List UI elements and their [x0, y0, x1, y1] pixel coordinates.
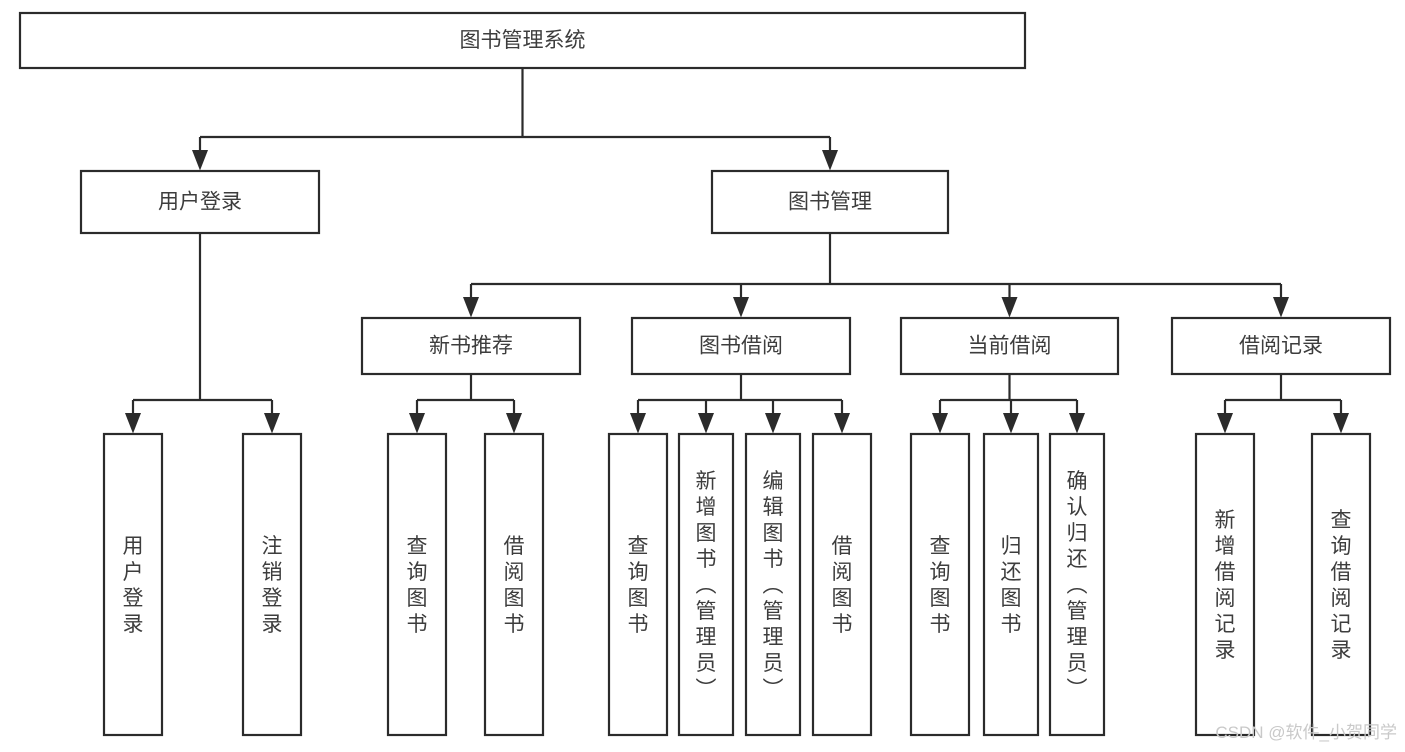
node-leaf_add_book[interactable]: 新增图书︵管理员︶	[677, 432, 735, 737]
arrowhead-new_book_rec	[463, 297, 479, 318]
node-leaf_query_book_c[interactable]: 查询图书	[909, 432, 971, 737]
arrowhead-leaf_user_logout	[264, 413, 280, 434]
node-label-leaf_return_book: 归还图书	[1001, 535, 1022, 636]
node-leaf_return_book[interactable]: 归还图书	[982, 432, 1040, 737]
node-box-leaf_confirm_return	[1048, 432, 1106, 737]
node-box-current_borrow	[899, 316, 1120, 376]
node-label-current_borrow: 当前借阅	[968, 335, 1052, 358]
node-leaf_add_record[interactable]: 新增借阅记录	[1194, 432, 1256, 737]
node-box-leaf_query_book_a	[386, 432, 448, 737]
node-book_mgmt[interactable]: 图书管理	[710, 169, 950, 235]
node-box-leaf_add_book	[677, 432, 735, 737]
node-label-leaf_query_book_a: 查询图书	[407, 535, 428, 636]
arrowhead-borrow_record	[1273, 297, 1289, 318]
node-leaf_borrow_book_a[interactable]: 借阅图书	[483, 432, 545, 737]
arrowhead-leaf_borrow_book_a	[506, 413, 522, 434]
arrowhead-book_borrow	[733, 297, 749, 318]
node-leaf_query_record[interactable]: 查询借阅记录	[1310, 432, 1372, 737]
node-box-leaf_user_login	[102, 432, 164, 737]
nodes-layer: 图书管理系统用户登录图书管理新书推荐图书借阅当前借阅借阅记录用户登录注销登录查询…	[18, 11, 1392, 737]
node-leaf_user_logout[interactable]: 注销登录	[241, 432, 303, 737]
node-box-leaf_query_book_c	[909, 432, 971, 737]
arrowhead-leaf_query_book_c	[932, 413, 948, 434]
arrowhead-leaf_confirm_return	[1069, 413, 1085, 434]
node-box-book_mgmt	[710, 169, 950, 235]
watermark-label: CSDN @软件_小贺同学	[1215, 723, 1397, 742]
node-label-book_borrow: 图书借阅	[699, 335, 783, 358]
node-box-leaf_query_book_b	[607, 432, 669, 737]
node-label-user_login: 用户登录	[158, 191, 242, 214]
node-label-leaf_edit_book: 编辑图书︵管理员︶	[763, 470, 784, 701]
node-leaf_query_book_a[interactable]: 查询图书	[386, 432, 448, 737]
edges-layer	[125, 68, 1349, 434]
node-box-leaf_user_logout	[241, 432, 303, 737]
node-box-leaf_borrow_book_a	[483, 432, 545, 737]
node-box-borrow_record	[1170, 316, 1392, 376]
node-leaf_borrow_book_b[interactable]: 借阅图书	[811, 432, 873, 737]
arrowhead-leaf_borrow_book_b	[834, 413, 850, 434]
node-label-leaf_confirm_return: 确认归还︵管理员︶	[1067, 470, 1088, 701]
arrowhead-leaf_query_record	[1333, 413, 1349, 434]
node-label-root: 图书管理系统	[460, 29, 586, 52]
node-label-leaf_query_book_b: 查询图书	[628, 535, 649, 636]
arrowhead-leaf_add_book	[698, 413, 714, 434]
arrowhead-user_login	[192, 150, 208, 171]
node-box-new_book_rec	[360, 316, 582, 376]
node-label-leaf_user_login: 用户登录	[123, 535, 144, 636]
node-user_login[interactable]: 用户登录	[79, 169, 321, 235]
arrowhead-current_borrow	[1001, 297, 1018, 318]
node-label-leaf_borrow_book_b: 借阅图书	[832, 535, 853, 636]
arrowhead-leaf_query_book_a	[409, 413, 425, 434]
arrowhead-leaf_return_book	[1003, 413, 1019, 434]
node-label-book_mgmt: 图书管理	[788, 191, 872, 214]
node-box-leaf_return_book	[982, 432, 1040, 737]
node-label-leaf_add_book: 新增图书︵管理员︶	[696, 470, 717, 701]
node-leaf_confirm_return[interactable]: 确认归还︵管理员︶	[1048, 432, 1106, 737]
node-label-leaf_add_record: 新增借阅记录	[1215, 509, 1236, 662]
node-box-leaf_borrow_book_b	[811, 432, 873, 737]
arrowhead-leaf_query_book_b	[630, 413, 646, 434]
node-box-leaf_add_record	[1194, 432, 1256, 737]
arrowhead-leaf_edit_book	[765, 413, 781, 434]
node-label-leaf_query_record: 查询借阅记录	[1331, 509, 1352, 662]
node-leaf_query_book_b[interactable]: 查询图书	[607, 432, 669, 737]
node-box-leaf_edit_book	[744, 432, 802, 737]
node-box-root	[18, 11, 1027, 70]
node-label-borrow_record: 借阅记录	[1239, 335, 1323, 358]
node-new_book_rec[interactable]: 新书推荐	[360, 316, 582, 376]
node-label-new_book_rec: 新书推荐	[429, 335, 513, 358]
arrowhead-leaf_add_record	[1217, 413, 1233, 434]
node-borrow_record[interactable]: 借阅记录	[1170, 316, 1392, 376]
node-book_borrow[interactable]: 图书借阅	[630, 316, 852, 376]
node-current_borrow[interactable]: 当前借阅	[899, 316, 1120, 376]
node-label-leaf_query_book_c: 查询图书	[930, 535, 951, 636]
node-leaf_edit_book[interactable]: 编辑图书︵管理员︶	[744, 432, 802, 737]
node-label-leaf_borrow_book_a: 借阅图书	[504, 535, 525, 636]
node-root[interactable]: 图书管理系统	[18, 11, 1027, 70]
arrowhead-book_mgmt	[822, 150, 838, 171]
node-label-leaf_user_logout: 注销登录	[262, 535, 283, 636]
node-box-book_borrow	[630, 316, 852, 376]
node-box-user_login	[79, 169, 321, 235]
node-leaf_user_login[interactable]: 用户登录	[102, 432, 164, 737]
arrowhead-leaf_user_login	[125, 413, 141, 434]
node-box-leaf_query_record	[1310, 432, 1372, 737]
